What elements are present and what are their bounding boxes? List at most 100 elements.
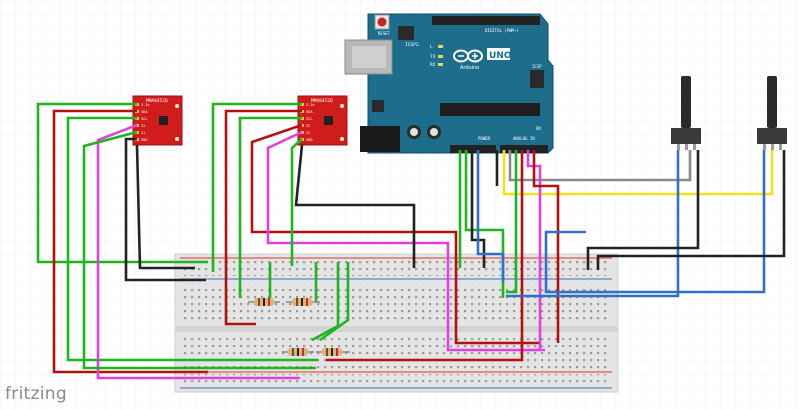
wire-red [224,109,302,326]
sensor-2-board [297,95,348,146]
sensor-1-chip [159,116,168,125]
sensor-1-hole-br [175,137,179,141]
tx-label: TX [430,54,436,60]
center-channel [176,326,617,332]
wire-black [596,150,786,270]
resistor-1 [248,298,280,306]
icsp2-header [398,26,414,40]
analog-header [500,145,548,153]
l-label: L [430,44,433,50]
resistors [248,298,350,356]
rx-label: RX [430,62,436,68]
led-rx [438,63,443,66]
icsp2-label: ICSP2 [405,42,419,48]
arduino-uno: RESET ICSP2 DIGITAL (PWM~) TX RX L Ardui… [344,13,554,154]
resistor-3 [282,348,314,356]
model-badge [487,48,510,60]
wire-green [238,116,302,298]
on-label: ON [536,126,541,131]
wire-red [250,123,540,345]
sensor-2-chip [324,116,333,125]
sensor-1-title: MMA8452Q [146,98,168,104]
sensor-1-pin-label: SDA [141,110,148,114]
lower-terminal-strip [182,336,610,372]
digital-label: DIGITAL (PWM~) [485,28,519,33]
sensor-1-pin-label: I2 [141,124,145,128]
sensor-2-pin-label: SDA [306,110,313,114]
wire-green [82,130,316,370]
fritzing-watermark: fritzing [5,384,67,404]
pot-1-body [671,128,701,144]
pot-2-body [757,128,787,144]
model-label: UNO [489,51,512,61]
wire-black [294,144,416,268]
power-jack [360,126,400,152]
wire-red [52,109,208,374]
sensor-2-pin-label: I1 [306,131,310,135]
resistor-2 [286,298,320,306]
pot-2-shaft [767,76,777,128]
sensor-2-pin-label: SCL [306,117,313,121]
sensor-1-pin-label: GND [141,138,148,142]
pot-1-shaft [681,76,691,128]
reset-label: RESET [378,31,391,36]
wire-gray [508,150,692,182]
wire-red [532,150,560,343]
potentiometer-1 [671,76,701,150]
atmega-chip [440,103,540,116]
resistor-4 [316,348,350,356]
reset-button-cap [377,17,387,27]
sensor-2-hole-br [340,137,344,141]
upper-terminal-strip [182,284,610,322]
led-l [438,45,443,48]
icsp-header [530,70,544,88]
led-tx [438,55,443,58]
digital-header [432,16,540,25]
wire-yellow [502,150,774,196]
sensor-1-board [132,95,183,146]
power-label: POWER [478,136,491,141]
sensor-2-hole-tr [340,104,344,108]
capacitor-1-top [410,128,418,136]
wire-black [586,150,700,270]
wire-magenta [266,130,545,352]
sensor-1-pin-label: SCL [141,117,148,121]
icsp-label: ICSP [532,64,542,69]
wire-green [506,150,518,294]
wire-blue [506,150,680,298]
wire-black [124,137,206,282]
sensor-1-pin-label: I1 [141,131,145,135]
wire-black [135,144,195,270]
sensor-2-title: MMA8452Q [311,98,333,104]
wire-red [326,150,524,362]
power-header [450,145,496,153]
wire-green [319,262,350,342]
wire-blue [544,150,766,294]
wire-magenta [96,123,300,380]
sensor-1-pin-label: 3.3v [141,103,150,107]
sensor-2-pin-label: GND [306,138,313,142]
wire-green [290,138,303,266]
wire-green [211,102,302,272]
wire-green [66,116,318,362]
wire-green [311,262,340,342]
sensor-2-pin-label: 3.3v [306,103,315,107]
usb-port-inner [352,46,386,68]
potentiometer-2 [757,76,787,150]
sensor-2-pin-label: I2 [306,124,310,128]
sensor-1-hole-tr [175,104,179,108]
bottom-power-rail [182,374,610,386]
wire-blue [476,150,505,282]
accelerometer-2: MMA8452Q 3.3v SDA SCL I2 I1 GND [297,95,348,146]
arduino-logo-icon [453,49,483,63]
brand-label: Arduino [460,65,479,71]
accelerometer-1: MMA8452Q 3.3v SDA SCL I2 I1 GND [132,95,183,146]
small-chip [372,100,384,112]
analog-label: ANALOG IN [513,136,535,141]
wire-green [36,102,208,264]
wires [36,102,786,380]
breadboard [174,253,619,393]
capacitor-2-top [430,128,438,136]
